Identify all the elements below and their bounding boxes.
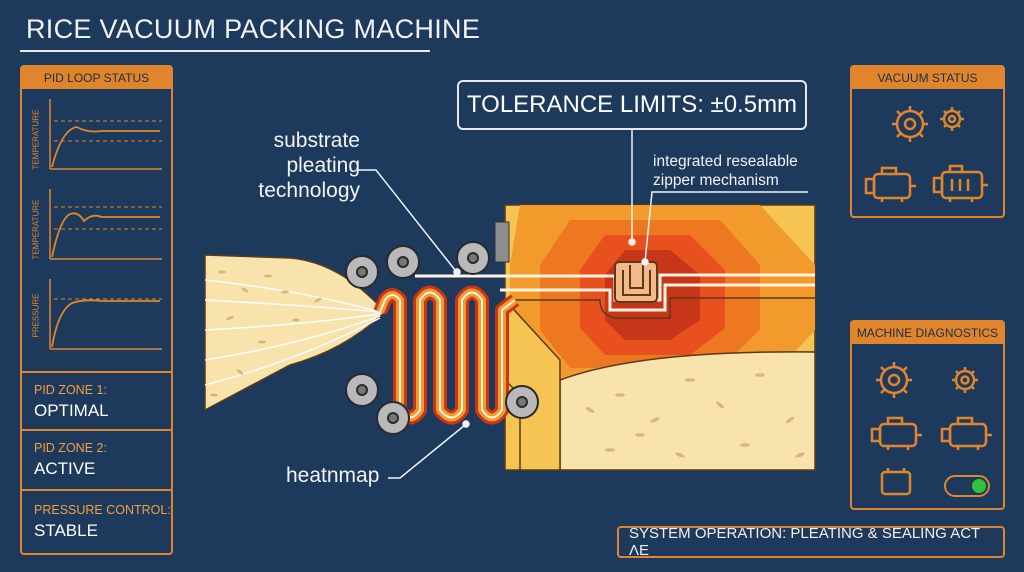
sealing-chamber [415, 204, 816, 471]
zone-label: PID ZONE 1: [34, 383, 107, 397]
motor-icon [940, 416, 992, 450]
motor-icon [870, 416, 922, 450]
battery-icon [880, 468, 912, 496]
toggle-switch-icon[interactable] [944, 475, 990, 497]
pid-zone-1: PID ZONE 1: OPTIMAL [22, 371, 171, 431]
motor-icon [932, 164, 988, 202]
zone-value: OPTIMAL [34, 401, 109, 420]
gear-icon [952, 367, 978, 393]
pid-panel-header: PID LOOP STATUS [22, 67, 171, 89]
annotation-heatmap: heatnmap [286, 464, 380, 487]
annotation-line: technology [258, 179, 360, 202]
pid-loop-panel: PID LOOP STATUS TEMPERATURE TEMPERATURE … [20, 65, 173, 555]
motor-icon [864, 166, 916, 202]
annotation-line: zipper mechanism [653, 172, 779, 189]
pid-chart-pressure [49, 279, 162, 350]
system-operation-status: SYSTEM OPERATION: PLEATING & SEALING ACT… [617, 525, 1005, 559]
pleated-film [373, 285, 520, 425]
zone-label: PID ZONE 2: [34, 441, 107, 455]
toggle-knob [972, 479, 986, 493]
annotation-zipper: integrated resealable zipper mechanism [653, 152, 798, 190]
gear-icon [876, 362, 912, 398]
pressure-control: PRESSURE CONTROL: STABLE [22, 489, 171, 555]
gear-icon [940, 107, 964, 131]
zone-label: PRESSURE CONTROL: [34, 503, 171, 517]
diagnostics-panel-header: MACHINE DIAGNOSTICS [852, 322, 1003, 344]
chart-ylabel: TEMPERATURE [31, 199, 41, 260]
pid-charts [49, 99, 162, 350]
gear-icon [892, 106, 928, 142]
zipper-mechanism [614, 261, 658, 303]
title-underline [20, 50, 430, 52]
pid-zone-2: PID ZONE 2: ACTIVE [22, 429, 171, 491]
annotation-line: pleating [286, 154, 360, 177]
vacuum-panel-header: VACUUM STATUS [852, 67, 1003, 89]
pid-chart-temperature-1 [49, 99, 162, 170]
chart-ylabel: TEMPERATURE [31, 109, 41, 170]
zone-value: ACTIVE [34, 459, 96, 478]
tolerance-limits-box: TOLERANCE LIMITS: ±0.5mm [457, 80, 807, 130]
pid-chart-temperature-2 [49, 189, 162, 260]
roller-set [345, 241, 539, 435]
vacuum-icons [864, 106, 988, 202]
vacuum-status-panel: VACUUM STATUS [850, 65, 1005, 218]
annotation-line: integrated resealable [653, 153, 798, 170]
annotation-leaders [358, 128, 808, 479]
machine-diagnostics-panel: MACHINE DIAGNOSTICS [850, 320, 1005, 510]
annotation-line: substrate [273, 129, 360, 152]
diagnostics-icons [870, 362, 992, 496]
page-title: RICE VACUUM PACKING MACHINE [26, 14, 481, 44]
annotation-substrate-pleating: substrate pleating technology [220, 128, 360, 203]
zone-value: STABLE [34, 521, 98, 540]
chart-ylabel: PRESSURE [31, 293, 41, 338]
